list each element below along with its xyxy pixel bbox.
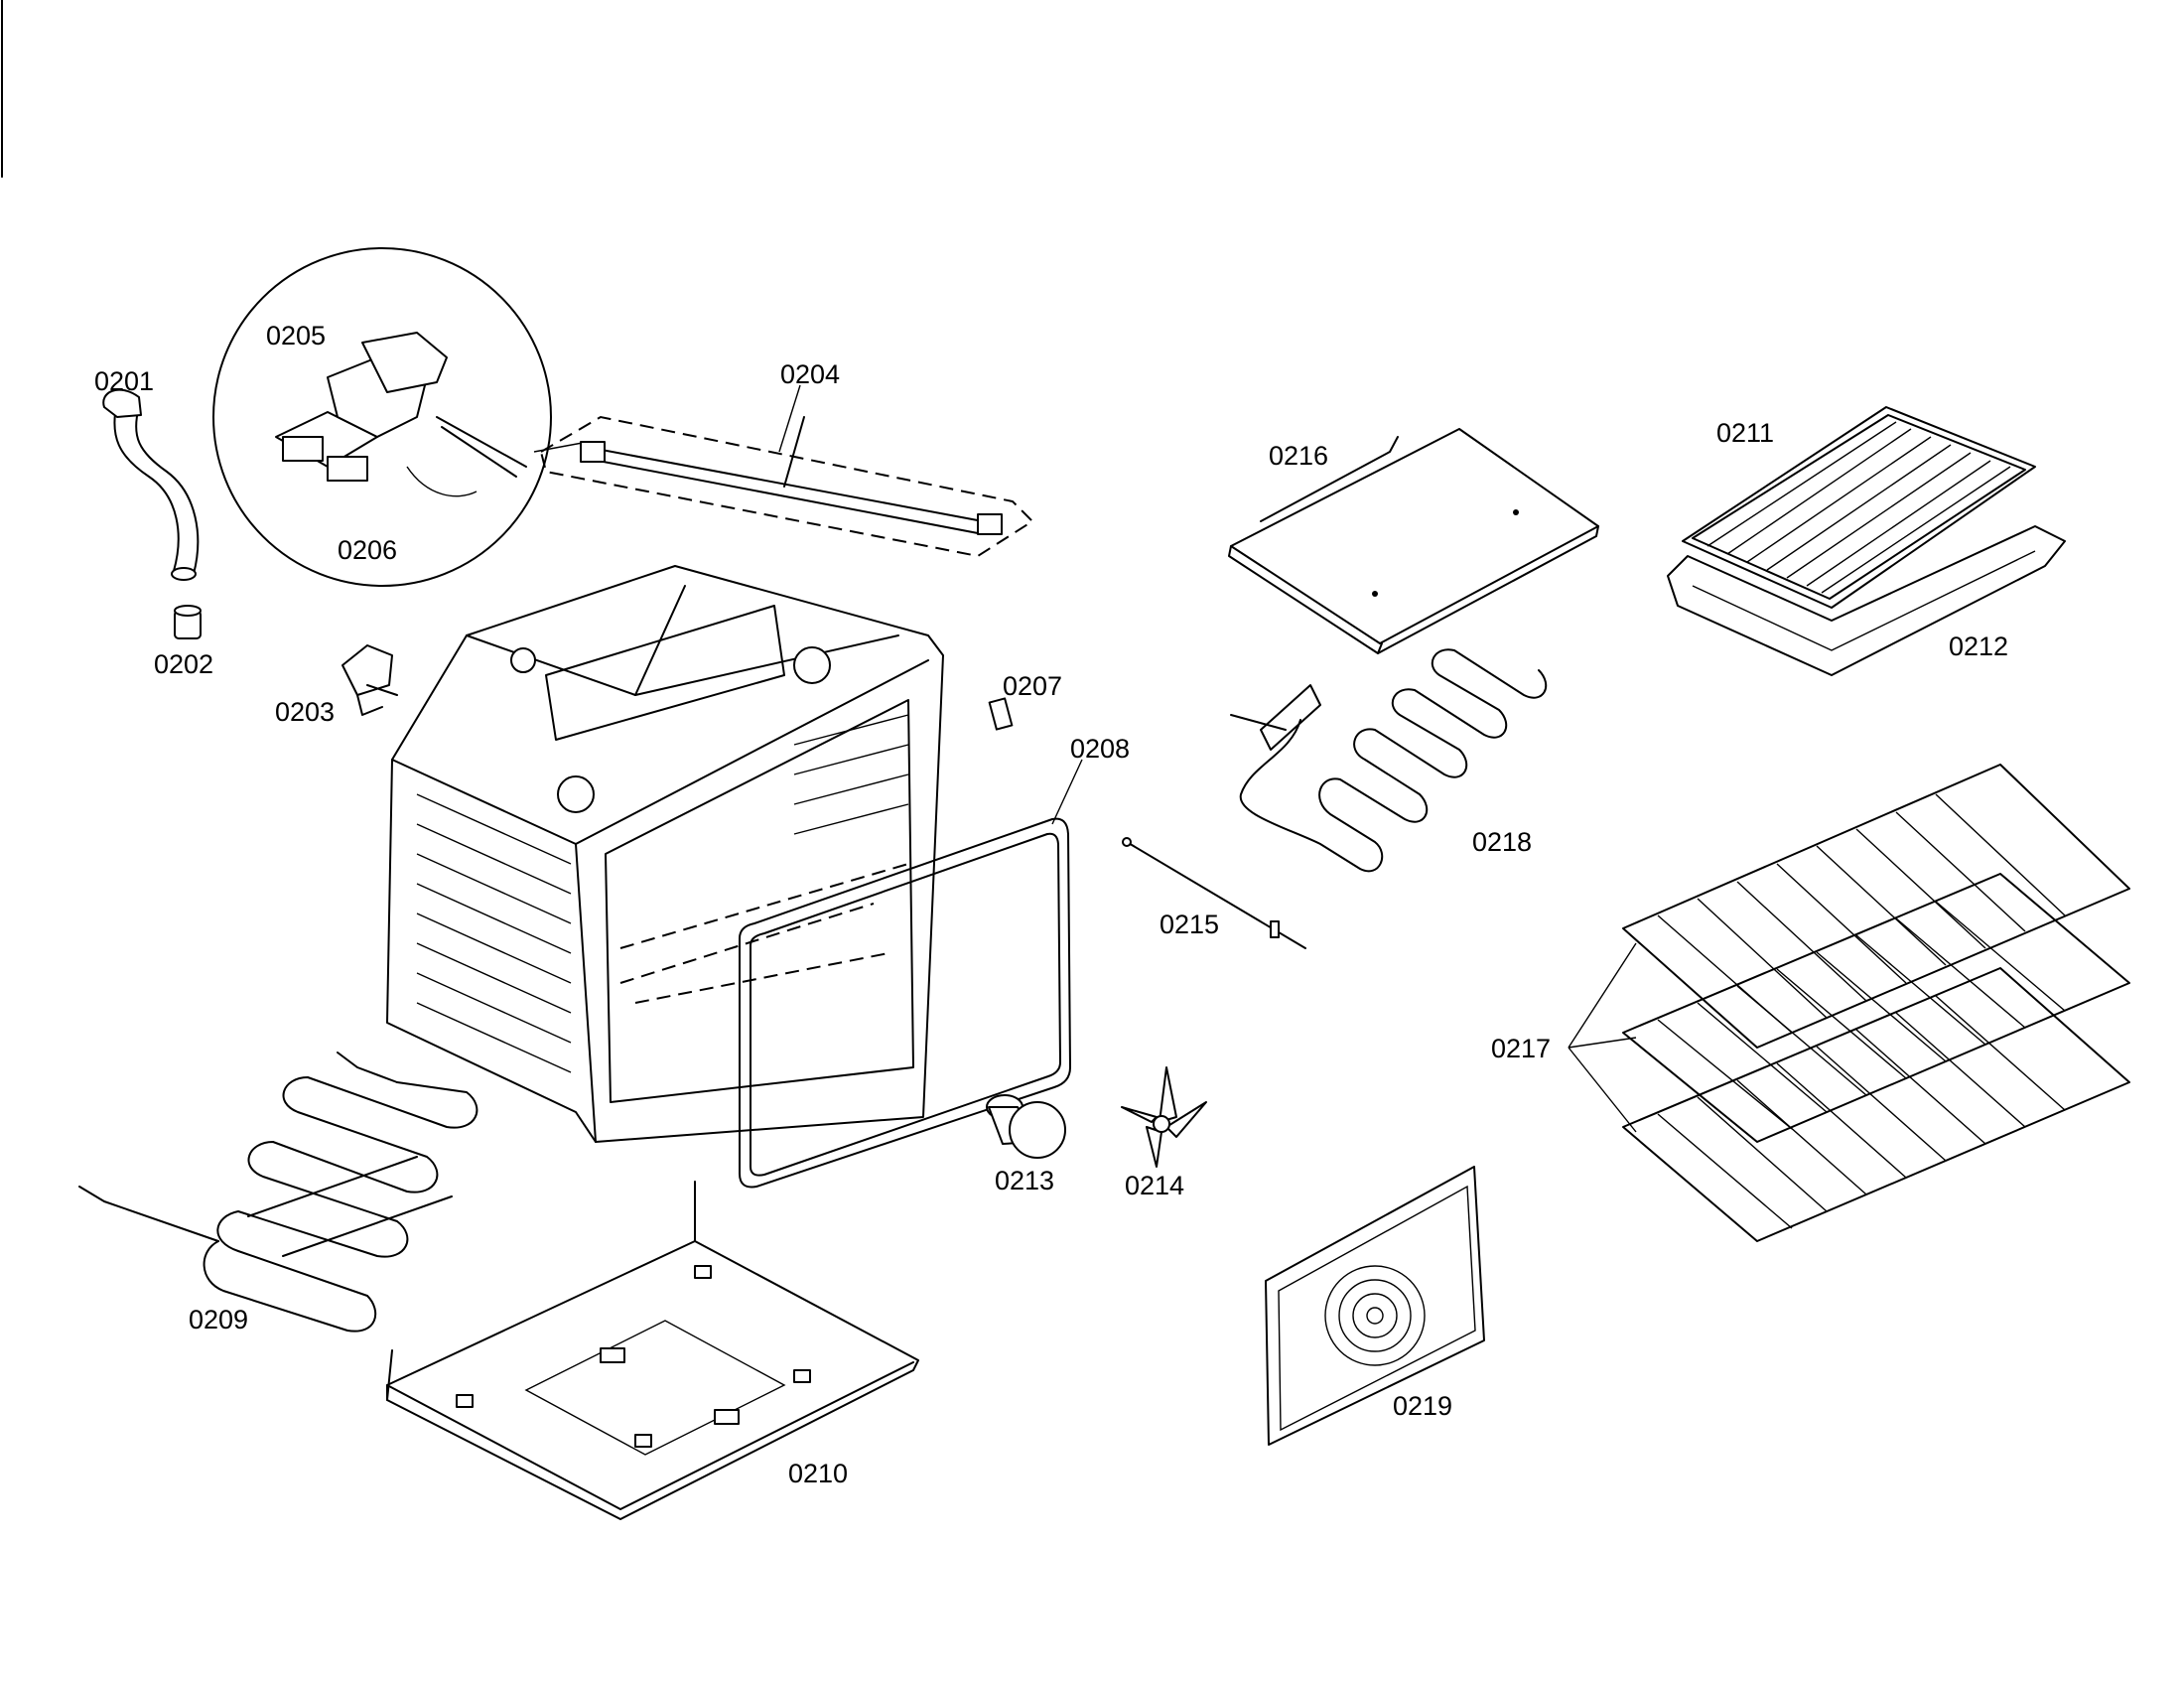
label-0216: 0216	[1269, 441, 1328, 471]
label-0203: 0203	[275, 697, 335, 727]
label-0205: 0205	[266, 321, 326, 351]
part-0204-rail[interactable]	[539, 415, 1034, 558]
label-0212: 0212	[1949, 632, 2008, 661]
label-0214: 0214	[1125, 1171, 1184, 1200]
part-0210-bottom-panel[interactable]	[386, 1181, 919, 1520]
label-0217: 0217	[1491, 1034, 1551, 1063]
label-0207: 0207	[1003, 671, 1062, 701]
part-0219-rear-panel[interactable]	[1265, 1166, 1485, 1446]
part-0208-gasket[interactable]	[739, 817, 1071, 1189]
label-0218: 0218	[1472, 827, 1532, 857]
part-0218-broil-element[interactable]	[1230, 648, 1548, 873]
label-0210: 0210	[788, 1459, 848, 1488]
part-0217-racks[interactable]	[1568, 764, 2130, 1242]
label-0208: 0208	[1070, 734, 1130, 764]
part-0211-grill-rack[interactable]	[1682, 406, 2036, 609]
label-0206: 0206	[338, 535, 397, 565]
label-0211: 0211	[1716, 418, 1774, 448]
leader-lines	[778, 384, 1083, 825]
label-0204: 0204	[780, 359, 840, 389]
part-0212-broil-pan[interactable]	[1667, 525, 2066, 676]
label-0202: 0202	[154, 649, 213, 679]
part-0207-bracket[interactable]	[988, 697, 1014, 731]
part-0214-fan[interactable]	[1121, 1066, 1207, 1168]
label-0209: 0209	[189, 1305, 248, 1334]
part-0203-clip[interactable]	[341, 644, 398, 716]
part-labels: 0201 0202 0203 0204 0205 0206 0207 0208 …	[94, 321, 2008, 1488]
part-0216-tray[interactable]	[1228, 428, 1599, 654]
part-0209-bake-element[interactable]	[78, 1052, 478, 1333]
part-0202-plug[interactable]	[174, 605, 202, 639]
label-0201: 0201	[94, 366, 154, 396]
label-0215: 0215	[1160, 910, 1219, 939]
part-0201-hose[interactable]	[102, 388, 200, 581]
label-0213: 0213	[995, 1166, 1054, 1195]
detail-zoom-circle	[212, 247, 589, 587]
label-0219: 0219	[1393, 1391, 1452, 1421]
part-0213-lamp[interactable]	[986, 1094, 1066, 1159]
oven-cavity	[386, 565, 944, 1143]
part-0215-sensor[interactable]	[1122, 837, 1306, 949]
